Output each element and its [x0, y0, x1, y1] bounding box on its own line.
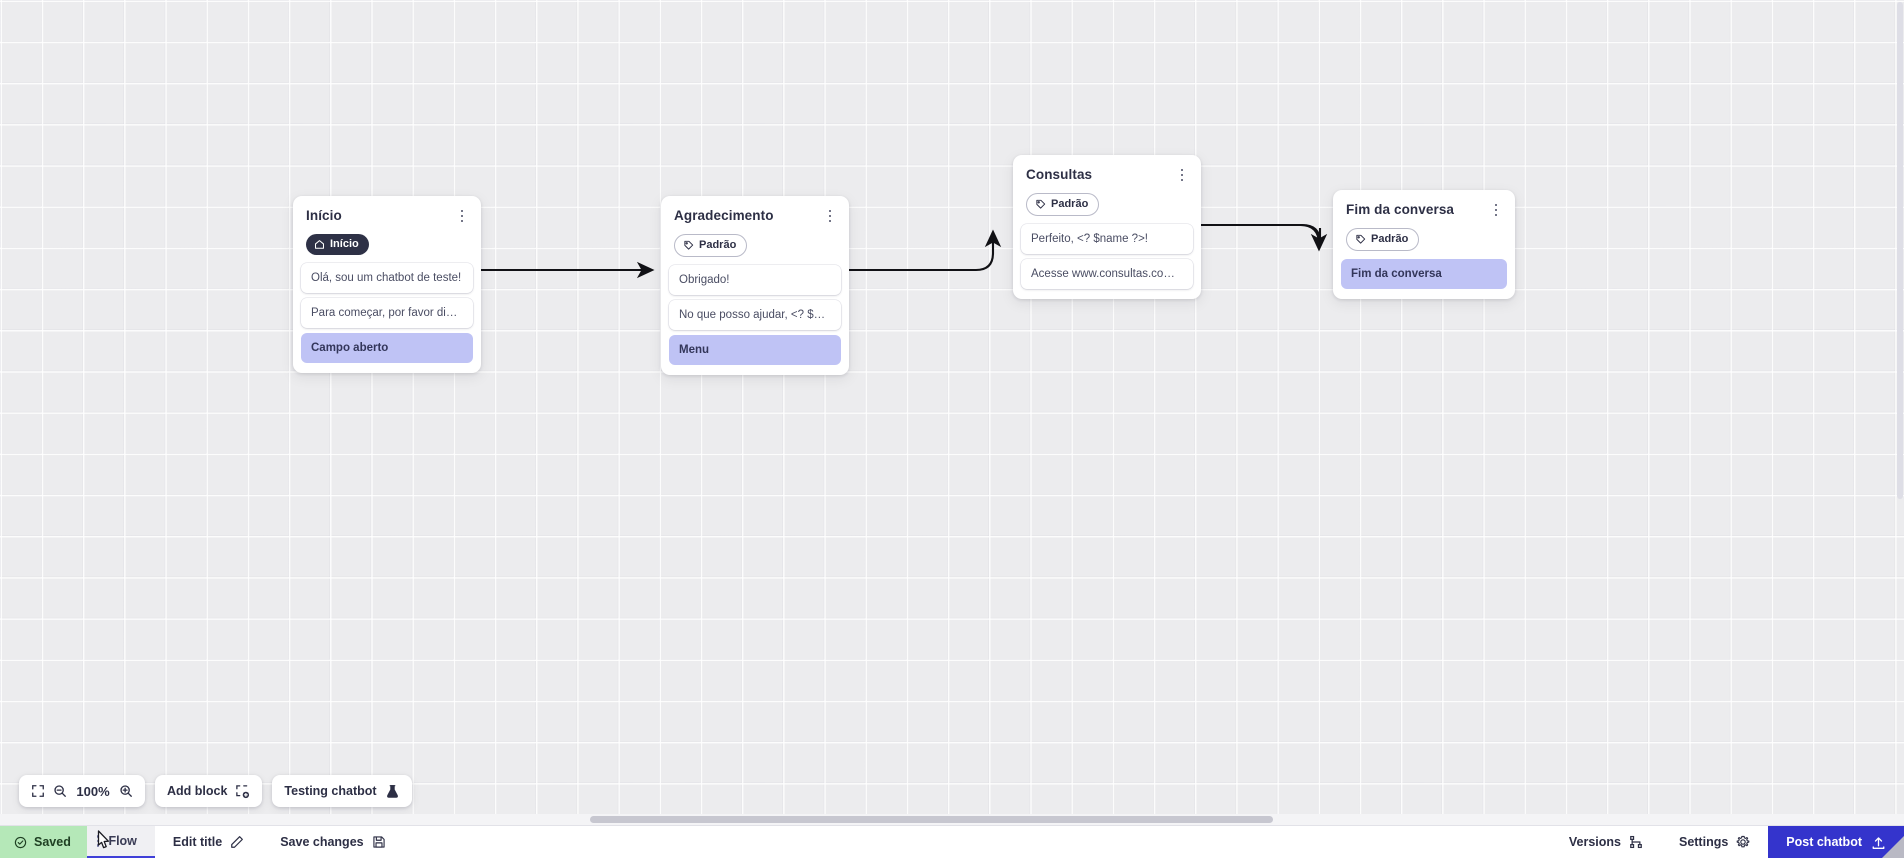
- versions-button[interactable]: Versions: [1551, 826, 1661, 858]
- horizontal-scrollbar[interactable]: [0, 814, 1904, 825]
- node-badge-label: Padrão: [1371, 233, 1409, 245]
- node-message[interactable]: Acesse www.consultas.com par...: [1021, 259, 1193, 289]
- add-block-label: Add block: [167, 784, 228, 798]
- tab-flow[interactable]: Flow: [86, 826, 155, 858]
- node-message-accent[interactable]: Campo aberto: [301, 333, 473, 363]
- settings-label: Settings: [1678, 835, 1729, 849]
- node-message-accent[interactable]: Fim da conversa: [1341, 259, 1507, 289]
- post-chatbot-button[interactable]: Post chatbot: [1768, 826, 1904, 858]
- save-changes-label: Save changes: [280, 835, 364, 849]
- bottom-bar-spacer: [404, 826, 1551, 858]
- canvas-toolbar: 100% Add block Testing chatbot: [19, 775, 412, 807]
- node-menu-kebab-icon[interactable]: [1174, 166, 1190, 184]
- testing-chatbot-label: Testing chatbot: [284, 784, 377, 798]
- edit-title-button[interactable]: Edit title: [155, 826, 262, 858]
- vertical-scrollbar[interactable]: [1896, 0, 1904, 501]
- check-circle-icon: [14, 836, 27, 848]
- flask-icon: [385, 784, 400, 799]
- node-message[interactable]: Perfeito, <? $name ?>!: [1021, 224, 1193, 254]
- bottom-status-bar: Saved Flow Edit title Save changes Versi…: [0, 825, 1904, 858]
- post-chatbot-label: Post chatbot: [1786, 835, 1862, 849]
- drag-handle-icon[interactable]: [96, 834, 100, 848]
- node-menu-kebab-icon[interactable]: [454, 207, 470, 225]
- tab-flow-label: Flow: [108, 834, 137, 848]
- node-menu-kebab-icon[interactable]: [1488, 201, 1504, 219]
- tag-icon: [1356, 234, 1366, 244]
- tag-icon: [1036, 199, 1046, 209]
- add-block-button[interactable]: Add block: [155, 775, 263, 807]
- node-badge-padrao[interactable]: Padrão: [1026, 193, 1100, 216]
- tag-icon: [684, 240, 694, 250]
- flow-canvas[interactable]: Início Início Olá, sou um chatbot de tes…: [0, 0, 1904, 825]
- node-badge-label: Início: [330, 238, 359, 250]
- add-block-icon: [235, 784, 250, 799]
- flow-node-fim-da-conversa[interactable]: Fim da conversa Padrão Fim da conversa: [1333, 190, 1515, 299]
- zoom-controls[interactable]: 100%: [19, 775, 145, 807]
- node-badge-row: Padrão: [1013, 184, 1201, 224]
- saved-status-badge: Saved: [0, 826, 87, 858]
- floppy-disk-icon: [372, 836, 385, 848]
- fit-screen-icon[interactable]: [31, 784, 45, 798]
- node-title: Agradecimento: [674, 208, 774, 223]
- horizontal-scrollbar-thumb[interactable]: [590, 816, 1273, 823]
- flow-node-agradecimento[interactable]: Agradecimento Padrão Obrigado! No que po…: [661, 196, 849, 375]
- node-badge-label: Padrão: [1051, 198, 1089, 210]
- node-title: Fim da conversa: [1346, 202, 1455, 217]
- edit-title-label: Edit title: [172, 835, 223, 849]
- zoom-level-label: 100%: [76, 783, 110, 799]
- node-message[interactable]: Obrigado!: [669, 265, 841, 295]
- flow-node-inicio[interactable]: Início Início Olá, sou um chatbot de tes…: [293, 196, 481, 373]
- node-header: Agradecimento: [661, 196, 849, 225]
- node-message[interactable]: Para começar, por favor digite o ...: [301, 298, 473, 328]
- upload-icon: [1872, 836, 1885, 849]
- settings-button[interactable]: Settings: [1661, 826, 1768, 858]
- node-menu-kebab-icon[interactable]: [822, 207, 838, 225]
- node-badge-row: Início: [293, 225, 481, 263]
- branch-icon: [1630, 835, 1642, 849]
- node-title: Consultas: [1026, 167, 1093, 182]
- node-message-accent[interactable]: Menu: [669, 335, 841, 365]
- home-icon: [314, 240, 325, 249]
- node-title: Início: [306, 208, 342, 223]
- saved-label: Saved: [34, 835, 71, 849]
- node-header: Fim da conversa: [1333, 190, 1515, 219]
- save-changes-button[interactable]: Save changes: [262, 826, 403, 858]
- versions-label: Versions: [1568, 835, 1621, 849]
- node-badge-row: Padrão: [1333, 219, 1515, 259]
- connector-edges: [481, 223, 1328, 279]
- node-badge-row: Padrão: [661, 225, 849, 265]
- gear-icon: [1736, 835, 1750, 848]
- node-header: Consultas: [1013, 155, 1201, 184]
- flow-node-consultas[interactable]: Consultas Padrão Perfeito, <? $name ?>! …: [1013, 155, 1201, 299]
- zoom-in-icon[interactable]: [119, 784, 133, 798]
- vertical-scrollbar-thumb[interactable]: [1897, 2, 1903, 499]
- node-message[interactable]: Olá, sou um chatbot de teste!: [301, 263, 473, 293]
- pencil-icon: [231, 836, 244, 848]
- node-badge-label: Padrão: [699, 239, 737, 251]
- node-badge-padrao[interactable]: Padrão: [1346, 228, 1420, 251]
- node-header: Início: [293, 196, 481, 225]
- node-badge-padrao[interactable]: Padrão: [674, 234, 748, 257]
- zoom-out-icon[interactable]: [53, 784, 67, 798]
- testing-chatbot-button[interactable]: Testing chatbot: [272, 775, 412, 807]
- node-badge-inicio[interactable]: Início: [306, 234, 369, 255]
- node-message[interactable]: No que posso ajudar, <? $name ...: [669, 300, 841, 330]
